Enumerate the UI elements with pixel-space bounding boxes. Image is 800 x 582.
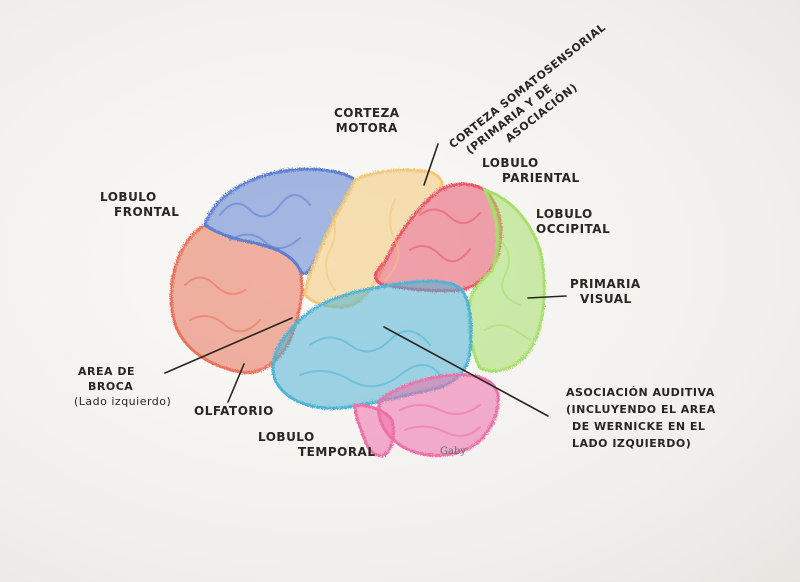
label-line: OCCIPITAL xyxy=(536,222,611,236)
label-lobulo-occipital: LOBULO OCCIPITAL xyxy=(536,207,610,237)
label-area-broca: AREA DE BROCA (Lado izquierdo) xyxy=(74,364,171,409)
gyrus-line xyxy=(184,276,246,295)
pointer-primaria-visual xyxy=(527,295,567,299)
label-line: LOBULO xyxy=(100,190,157,204)
pointer-somatosensorial xyxy=(423,143,439,186)
gyrus-line xyxy=(229,233,301,249)
pointer-auditiva xyxy=(383,326,549,417)
pointer-olfatorio xyxy=(227,363,245,403)
label-line: PARIENTAL xyxy=(502,171,580,185)
label-line: DE WERNICKE EN EL xyxy=(572,420,706,433)
label-line: MOTORA xyxy=(335,121,398,135)
gyrus-line xyxy=(299,364,441,388)
gyrus-line xyxy=(384,199,400,281)
label-line: LOBULO xyxy=(258,430,315,444)
occipital-lobe-region xyxy=(467,187,546,373)
label-line: OLFATORIO xyxy=(194,404,274,418)
label-line: FRONTAL xyxy=(114,205,180,219)
label-line: PRIMARIA xyxy=(570,277,641,291)
artist-signature: Gaby xyxy=(440,446,467,457)
label-corteza-motora: CORTEZA MOTORA xyxy=(334,106,400,136)
label-line: CORTEZA xyxy=(334,106,400,120)
label-lobulo-frontal: LOBULO FRONTAL xyxy=(100,190,179,220)
label-line: LOBULO xyxy=(536,207,593,221)
label-olfatorio: OLFATORIO xyxy=(194,404,274,419)
label-line: VISUAL xyxy=(580,292,632,306)
gyrus-line xyxy=(409,245,471,263)
label-line: ASOCIACIÓN AUDITIVA xyxy=(566,386,715,399)
pointer-lines xyxy=(164,143,567,417)
gyrus-line xyxy=(219,194,311,218)
label-line: LADO IZQUIERDO) xyxy=(572,437,692,450)
label-asociacion-auditiva: ASOCIACIÓN AUDITIVA (INCLUYENDO EL AREA … xyxy=(566,384,716,452)
pointer-broca xyxy=(164,317,293,374)
gyrus-line xyxy=(499,239,521,306)
gyrus-line xyxy=(399,404,481,415)
label-line: (INCLUYENDO EL AREA xyxy=(566,403,716,416)
gyrus-line xyxy=(484,324,531,341)
label-lobulo-temporal: LOBULO TEMPORAL xyxy=(258,430,376,460)
label-line: BROCA xyxy=(88,380,134,393)
label-line: (Lado izquierdo) xyxy=(74,395,172,408)
gyrus-line xyxy=(325,209,336,291)
label-line: TEMPORAL xyxy=(298,445,376,459)
motor-cortex-region xyxy=(303,168,444,309)
brainstem-region xyxy=(353,403,396,458)
label-primaria-visual: PRIMARIA VISUAL xyxy=(570,277,641,307)
gyrus-line xyxy=(404,425,481,437)
gyri-scribbles xyxy=(184,194,531,437)
gyrus-line xyxy=(309,330,431,353)
label-lobulo-pariental: LOBULO PARIENTAL xyxy=(482,156,580,186)
gyrus-line xyxy=(189,315,261,333)
label-line: LOBULO xyxy=(482,156,539,170)
gyrus-line xyxy=(419,208,481,224)
label-line: AREA DE xyxy=(78,365,135,378)
